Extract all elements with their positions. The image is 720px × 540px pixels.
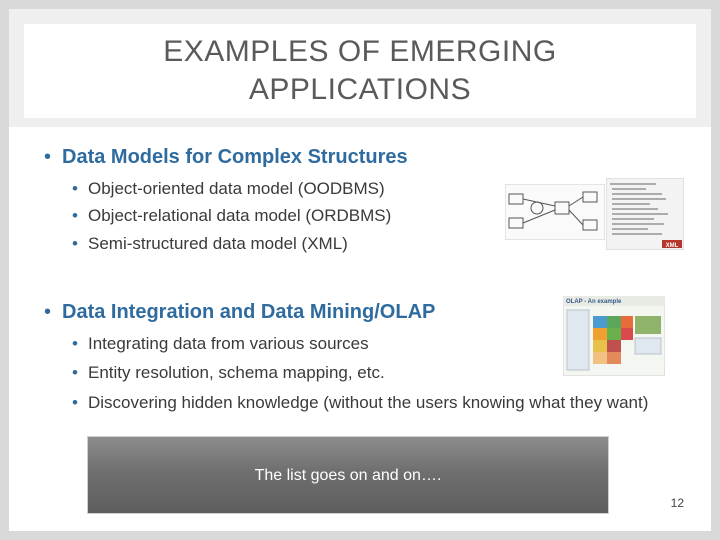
list-item: • Semi-structured data model (XML) [72, 234, 348, 254]
section-1-heading: • Data Models for Complex Structures [44, 146, 408, 169]
title-band: EXAMPLES OF EMERGING APPLICATIONS [9, 9, 711, 127]
bullet-dot: • [72, 334, 78, 353]
bullet-dot: • [44, 301, 52, 323]
title-box: EXAMPLES OF EMERGING APPLICATIONS [24, 24, 696, 118]
list-item-text: Object-oriented data model (OODBMS) [88, 179, 385, 198]
list-item-text: Discovering hidden knowledge (without th… [88, 393, 649, 412]
bullet-dot: • [44, 146, 52, 168]
list-item-text: Semi-structured data model (XML) [88, 234, 348, 253]
xml-document-image: XML [606, 178, 684, 250]
section-2-heading: • Data Integration and Data Mining/OLAP [44, 301, 435, 324]
xml-badge: XML [666, 243, 679, 249]
list-item: • Object-oriented data model (OODBMS) [72, 179, 385, 199]
list-item-text: Integrating data from various sources [88, 334, 369, 353]
list-item: • Discovering hidden knowledge (without t… [72, 393, 658, 413]
bullet-dot: • [72, 234, 78, 253]
olap-cube-image: OLAP - An example [563, 296, 665, 376]
bullet-dot: • [72, 206, 78, 225]
list-item-text: Object-relational data model (ORDBMS) [88, 206, 392, 225]
section-heading-text: Data Models for Complex Structures [62, 146, 408, 168]
list-item: • Object-relational data model (ORDBMS) [72, 206, 391, 226]
object-model-diagram-image [505, 184, 605, 240]
slide: EXAMPLES OF EMERGING APPLICATIONS [9, 9, 711, 531]
list-item-text: Entity resolution, schema mapping, etc. [88, 363, 385, 382]
page-number: 12 [670, 496, 684, 510]
section-heading-text: Data Integration and Data Mining/OLAP [62, 301, 436, 323]
bullet-dot: • [72, 393, 78, 412]
olap-caption: OLAP - An example [566, 299, 622, 305]
bullet-dot: • [72, 179, 78, 198]
list-item: • Entity resolution, schema mapping, etc. [72, 363, 385, 383]
slide-title: EXAMPLES OF EMERGING APPLICATIONS [163, 35, 557, 106]
list-item: • Integrating data from various sources [72, 334, 369, 354]
bullet-dot: • [72, 363, 78, 382]
callout-text: The list goes on and on…. [254, 467, 442, 484]
callout-box: The list goes on and on…. [87, 436, 609, 514]
